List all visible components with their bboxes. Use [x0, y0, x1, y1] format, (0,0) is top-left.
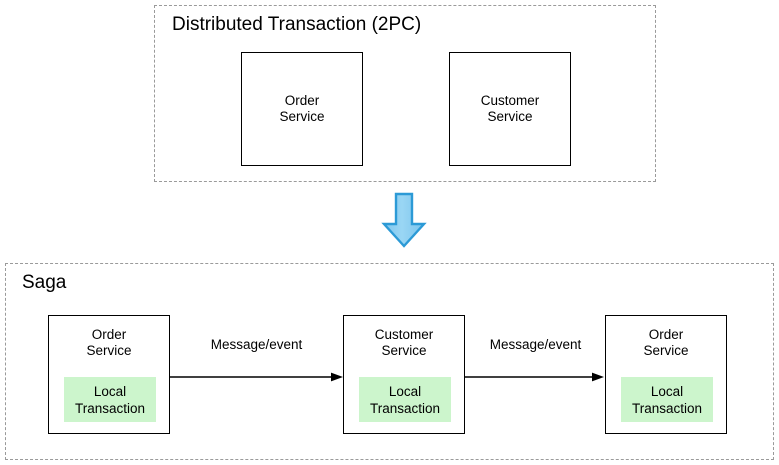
local-transaction-chip-2: Local Transaction [359, 377, 451, 422]
service-name-line2: Service [279, 109, 325, 124]
arrow-down-icon [380, 191, 428, 249]
local-transaction-line2: Transaction [631, 400, 703, 416]
service-box-order-service-2pc[interactable]: Order Service [241, 52, 363, 166]
local-transaction-line2: Transaction [74, 400, 146, 416]
local-transaction-chip-1: Local Transaction [64, 377, 156, 422]
service-label-saga-customer-service: Customer Service [344, 327, 464, 359]
group-saga [5, 263, 774, 460]
service-name-line1: Customer [374, 327, 434, 342]
service-label-saga-order-service-2: Order Service [606, 327, 726, 359]
service-name-line2: Service [381, 343, 427, 358]
service-name-line1: Order [91, 327, 127, 342]
service-name-line2: Service [487, 109, 533, 124]
group-title-distributed-transaction: Distributed Transaction (2PC) [172, 14, 422, 35]
local-transaction-line1: Local [93, 383, 127, 399]
connector-arrow-2 [465, 369, 605, 382]
service-box-saga-customer-service[interactable]: Customer Service Local Transaction [343, 315, 465, 434]
service-name-line2: Service [643, 343, 689, 358]
service-box-customer-service-2pc[interactable]: Customer Service [449, 52, 571, 166]
service-name-line2: Service [86, 343, 132, 358]
connector-label-1: Message/event [210, 337, 303, 352]
local-transaction-chip-3: Local Transaction [621, 377, 713, 422]
service-name-line1: Order [648, 327, 684, 342]
service-box-saga-order-service-1[interactable]: Order Service Local Transaction [48, 315, 170, 434]
group-title-saga: Saga [22, 272, 67, 293]
service-box-saga-order-service-2[interactable]: Order Service Local Transaction [605, 315, 727, 434]
connector-arrow-1 [170, 369, 344, 382]
service-label-saga-order-service-1: Order Service [49, 327, 169, 359]
service-name-line1: Order [284, 93, 320, 108]
service-name-line1: Customer [480, 93, 540, 108]
service-label-order-service-2pc: Order Service [242, 93, 362, 125]
local-transaction-line1: Local [650, 383, 684, 399]
group-distributed-transaction [154, 5, 656, 182]
local-transaction-line2: Transaction [369, 400, 441, 416]
local-transaction-line1: Local [388, 383, 422, 399]
service-label-customer-service-2pc: Customer Service [450, 93, 570, 125]
connector-label-2: Message/event [489, 337, 582, 352]
